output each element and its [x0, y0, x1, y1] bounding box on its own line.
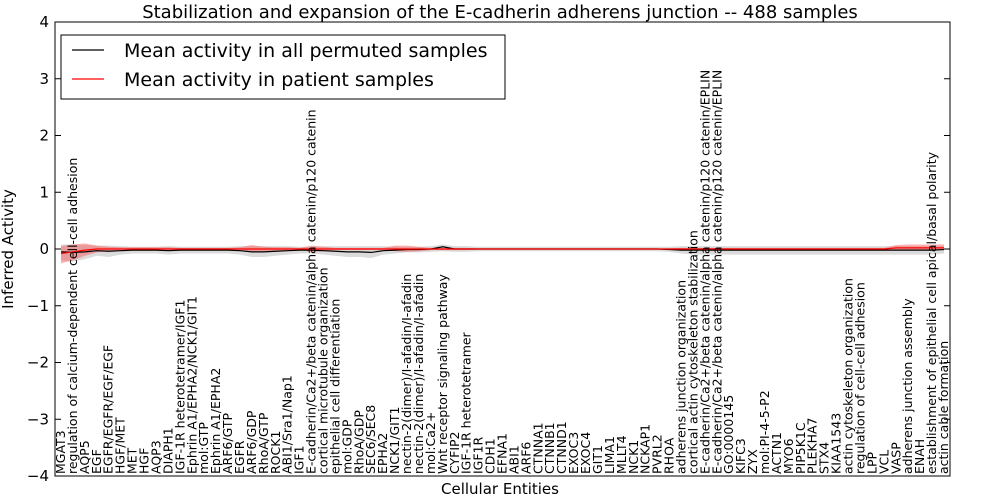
- entity-label: ABI1: [506, 445, 521, 474]
- entity-label: RhoA/GDP: [351, 410, 366, 474]
- entity-label: IGF1R: [471, 436, 486, 474]
- entity-label: MGAT3: [53, 430, 68, 474]
- entity-label: CTNNA1: [530, 422, 545, 474]
- entity-label: EGF: [89, 449, 104, 474]
- y-tick-label: 3: [39, 70, 49, 88]
- entity-label: IGF1: [292, 445, 307, 474]
- entity-label: E-cadherin/Ca2+/beta catenin/alpha caten…: [697, 70, 712, 474]
- entity-label: RHOA: [662, 437, 677, 474]
- y-axis-label: Inferred Activity: [0, 189, 17, 309]
- entity-label: SEC6/SEC8: [363, 405, 378, 474]
- permuted-band: [61, 244, 944, 262]
- y-tick-label: 4: [39, 13, 49, 31]
- entity-label: mol:GDP: [339, 419, 354, 474]
- entity-label: ENAH: [912, 439, 927, 474]
- entity-label: actin cable formation: [936, 341, 951, 474]
- chart-title: Stabilization and expansion of the E-cad…: [142, 2, 858, 23]
- entity-label: Ephrin A1/EPHA2: [208, 368, 223, 474]
- entity-label: regulation of calcium-dependent cell-cel…: [65, 158, 80, 474]
- entity-label: EGFR: [232, 440, 247, 474]
- entity-label: ABI1/Sra1/Nap1: [280, 375, 295, 474]
- legend-label-permuted: Mean activity in all permuted samples: [124, 40, 487, 62]
- x-axis-label: Cellular Entities: [441, 480, 559, 498]
- series-line-patient: [60, 247, 944, 255]
- entity-label: MYO6: [781, 438, 796, 474]
- entity-label: MLLT4: [614, 435, 629, 474]
- y-tick-label: 0: [39, 240, 49, 258]
- y-tick-label: −4: [27, 467, 49, 485]
- y-tick-label: −1: [27, 297, 49, 315]
- entity-label: cortical actin cytoskeleton stabilizatio…: [685, 230, 700, 474]
- entity-label: ARF6/GTP: [220, 413, 235, 474]
- entity-label: ACTN1: [769, 432, 784, 474]
- entity-label: ARF6: [518, 442, 533, 474]
- entity-label: AQP5: [77, 440, 92, 474]
- entity-label: IGF-1R heterotetramer/IGF1: [172, 300, 187, 474]
- entity-label: Ephrin A1/EPHA2/NCK1/GIT1: [184, 296, 199, 474]
- entity-label: MET: [125, 447, 140, 474]
- entity-label: KIAA1543: [829, 413, 844, 474]
- entity-label: E-cadherin/Ca2+/beta catenin/alpha caten…: [304, 109, 319, 474]
- entity-label: HGF/MET: [113, 417, 128, 474]
- entity-label: PIP5K1C: [793, 422, 808, 474]
- entity-label: ROCK1: [268, 431, 283, 474]
- legend-label-patient: Mean activity in patient samples: [124, 69, 434, 91]
- entity-label: PLEKHA7: [805, 417, 820, 474]
- entity-label: cortical microtubule organization: [316, 267, 331, 474]
- entity-label: establishment of epithelial cell apical/…: [924, 151, 939, 474]
- entity-label: adherens junction assembly: [900, 298, 915, 474]
- patient-band: [61, 243, 944, 264]
- y-tick-label: 1: [39, 183, 49, 201]
- entity-label: IGF-1R heterotetramer: [459, 331, 474, 474]
- entity-label: CDH1: [483, 438, 498, 474]
- entity-label: actin cytoskeleton organization: [841, 278, 856, 474]
- entity-label: regulation of cell-cell adhesion: [852, 282, 867, 474]
- entity-label: EPHA2: [375, 433, 390, 474]
- entity-label: CTNND1: [554, 421, 569, 474]
- entity-label: adherens junction organization: [673, 280, 688, 474]
- entity-label: E-cadherin/Ca2+/beta catenin/alpha caten…: [709, 70, 724, 474]
- y-tick-label: 2: [39, 127, 49, 145]
- entity-label: ARF6/GDP: [244, 410, 259, 474]
- y-axis: 4 3 2 1 0 −1 −2 −3 −4: [27, 13, 950, 485]
- entity-label: EGFR/EGFR/EGF/EGF: [101, 345, 116, 474]
- entity-label: HGF: [137, 448, 152, 474]
- entity-label: EXOC3: [566, 432, 581, 474]
- entity-label: ZYX: [745, 449, 760, 474]
- entity-label: epithelial cell differentiation: [327, 299, 342, 474]
- entity-label: CYFIP2: [447, 431, 462, 474]
- entity-label: KIFC3: [733, 438, 748, 474]
- entity-label: EFNA1: [495, 433, 510, 474]
- entity-label: mol:Ca2+: [423, 412, 438, 474]
- entity-label: CTNNB1: [542, 422, 557, 474]
- entity-label: NCK1: [626, 440, 641, 474]
- entity-label: GIT1: [590, 445, 605, 474]
- confidence-bands: [61, 243, 944, 264]
- entity-label: VASP: [888, 442, 903, 474]
- entity-label: VCL: [876, 450, 891, 474]
- entity-label: nectin-2(dimer)/I-afadin/I-afadin: [411, 274, 426, 474]
- legend-box: [60, 34, 506, 100]
- entity-label: LPP: [864, 451, 879, 474]
- y-tick-label: −3: [27, 410, 49, 428]
- entity-label: mol:PI-4-5-P2: [757, 390, 772, 474]
- entity-label: Wnt receptor signaling pathway: [435, 274, 450, 474]
- entity-label: RhoA/GTP: [256, 412, 271, 474]
- legend: Mean activity in all permuted samples Me…: [60, 34, 506, 100]
- entity-label: DIAPH1: [160, 427, 175, 474]
- entity-label: NCK1/GIT1: [387, 407, 402, 474]
- entity-label: mol:GTP: [196, 422, 211, 474]
- entity-label: STX4: [817, 442, 832, 474]
- entity-label: EXOC4: [578, 432, 593, 474]
- entity-label: GO:0000145: [721, 395, 736, 474]
- entity-label: nectin-2(dimer)/I-afadin/I-afadin: [399, 274, 414, 474]
- entity-label: NCKAP1: [638, 424, 653, 474]
- entity-label: AQP3: [148, 440, 163, 474]
- entity-label: PVRL2: [650, 434, 665, 474]
- entity-label: LIMA1: [602, 436, 617, 474]
- series-lines: [60, 246, 945, 255]
- y-tick-label: −2: [27, 354, 49, 372]
